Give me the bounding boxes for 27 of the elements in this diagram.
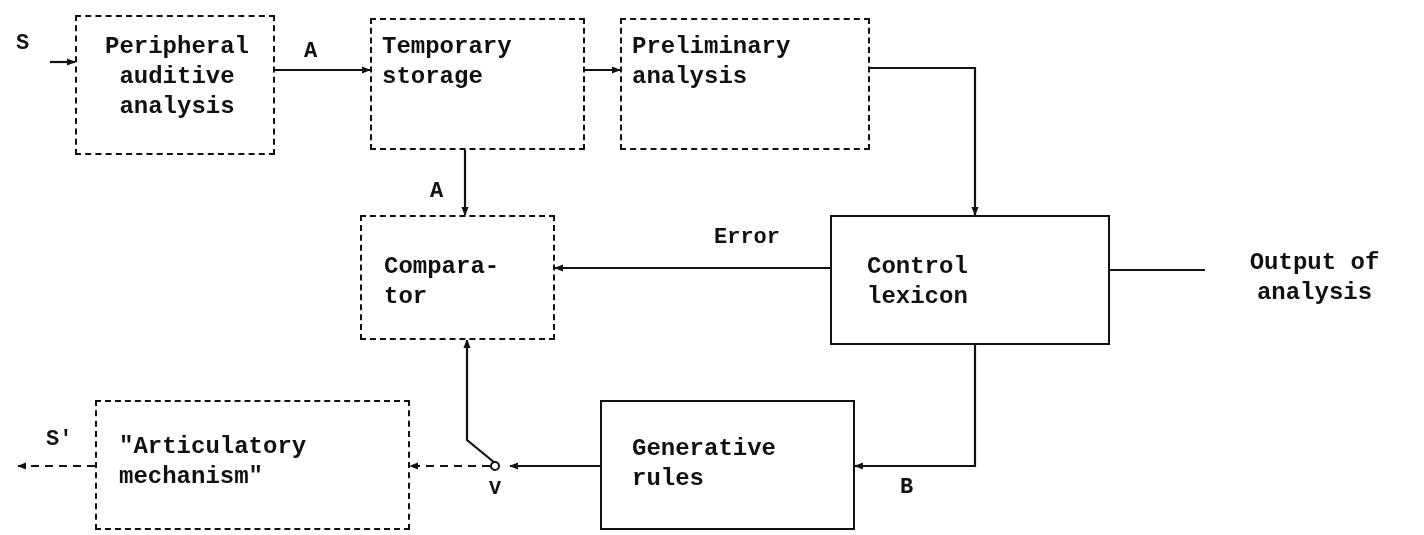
process-box <box>620 18 870 150</box>
arrow <box>509 462 600 470</box>
arrow <box>463 339 496 464</box>
process-box <box>95 400 410 530</box>
box-text: Peripheral auditive analysis <box>104 32 250 122</box>
arrow <box>275 66 371 74</box>
arrow <box>50 58 76 66</box>
box-text: Control lexicon <box>867 252 969 312</box>
process-box <box>600 400 855 530</box>
arrow <box>854 345 977 470</box>
arrow <box>17 462 95 470</box>
box-text: "Articulatory mechanism" <box>119 432 308 492</box>
box-text: Preliminary analysis <box>632 32 792 92</box>
switch-label: V <box>488 476 502 502</box>
box-text: Temporary storage <box>382 32 513 92</box>
process-box <box>75 15 275 155</box>
process-box <box>830 215 1110 345</box>
process-box <box>360 215 555 340</box>
arrow <box>585 66 621 74</box>
arrow <box>409 462 490 470</box>
box-text: Compara- tor <box>384 252 501 312</box>
arrow <box>554 264 830 272</box>
box-text: Output of analysis <box>1248 248 1381 308</box>
arrow <box>870 66 979 216</box>
arrow <box>461 150 469 216</box>
process-box <box>370 18 585 150</box>
box-text: Generative rules <box>632 434 778 494</box>
